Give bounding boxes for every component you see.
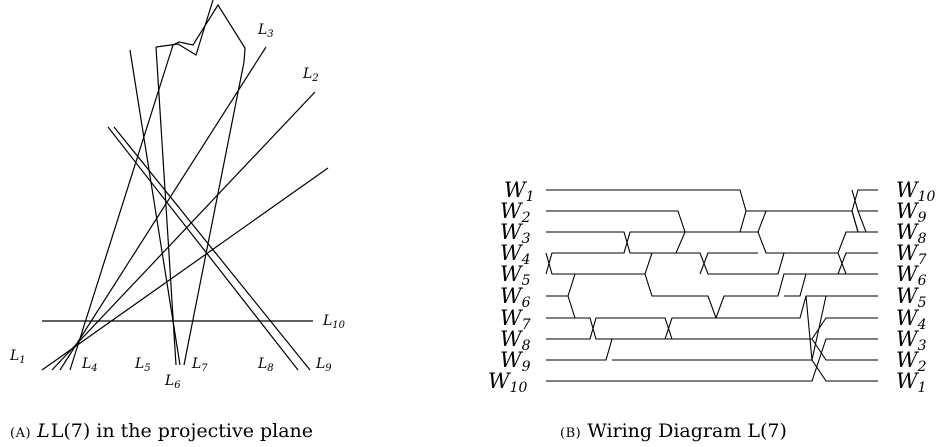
label-L1: L1 xyxy=(9,348,26,366)
label-L9: L9 xyxy=(315,356,332,374)
line-L4 xyxy=(69,44,174,371)
label-L2: L2 xyxy=(302,66,319,84)
wire-extra-d xyxy=(784,273,878,297)
wire-extra-e xyxy=(857,210,878,233)
right-label-w4: W4 xyxy=(896,306,927,333)
wire-6 xyxy=(546,273,878,319)
wiring-diagram xyxy=(545,189,878,382)
left-label-w5: W5 xyxy=(500,262,531,289)
line-L9 xyxy=(113,126,311,371)
left-label-w1: W1 xyxy=(504,178,535,205)
right-label-w9: W9 xyxy=(896,199,927,226)
caption-a: (A) LL(7) in the projective plane xyxy=(10,420,313,442)
label-L8: L8 xyxy=(257,356,274,374)
left-label-w6: W6 xyxy=(500,284,531,311)
label-L3: L3 xyxy=(257,22,274,40)
right-label-w5: W5 xyxy=(896,284,927,311)
caption-b: (B) Wiring Diagram L(7) xyxy=(560,420,787,442)
left-label-w8: W8 xyxy=(500,327,531,354)
wire-5 xyxy=(545,210,859,275)
left-label-w10: W10 xyxy=(488,369,528,396)
line-arc-top-2 xyxy=(155,0,214,56)
left-label-w4: W4 xyxy=(500,241,531,268)
right-label-w2: W2 xyxy=(896,348,927,375)
label-L4: L4 xyxy=(81,356,98,374)
left-labels: W1 W2 W3 W4 W5 W6 W7 W8 W9 W10 xyxy=(488,178,535,396)
wire-extra-a xyxy=(546,295,590,319)
line-L2 xyxy=(51,91,316,371)
line-L7 xyxy=(183,61,245,366)
wire-7 xyxy=(546,252,878,340)
wire-extra-g xyxy=(699,252,758,275)
left-label-w9: W9 xyxy=(500,348,531,375)
label-L7: L7 xyxy=(191,356,208,374)
line-L6 xyxy=(129,49,181,366)
left-label-w7: W7 xyxy=(500,306,531,333)
label-L10: L10 xyxy=(322,313,346,331)
right-labels: W10 W9 W8 W7 W6 W5 W4 W3 W2 W1 xyxy=(896,178,936,396)
left-label-w3: W3 xyxy=(500,220,531,247)
right-label-w10: W10 xyxy=(896,178,936,205)
wire-2 xyxy=(546,189,878,233)
label-L6: L6 xyxy=(164,373,181,391)
right-label-w3: W3 xyxy=(896,327,927,354)
wire-extra-c xyxy=(612,295,878,361)
right-label-w8: W8 xyxy=(896,220,927,247)
left-label-w2: W2 xyxy=(500,199,531,226)
line-L1 xyxy=(41,167,329,371)
wire-9 xyxy=(546,338,878,361)
right-label-w7: W7 xyxy=(896,241,927,268)
right-label-w1: W1 xyxy=(896,369,927,396)
line-arrangement: L1 L2 L3 L4 L5 L6 L7 L8 L9 L10 xyxy=(9,0,346,391)
wire-10 xyxy=(546,338,878,382)
wire-8 xyxy=(546,317,878,340)
label-L5: L5 xyxy=(134,356,151,374)
right-label-w6: W6 xyxy=(896,262,927,289)
line-L8 xyxy=(107,126,299,371)
line-L5 xyxy=(155,46,177,366)
line-L3 xyxy=(59,46,267,371)
wire-extra-b xyxy=(805,295,878,382)
wire-extra-f xyxy=(851,189,878,212)
